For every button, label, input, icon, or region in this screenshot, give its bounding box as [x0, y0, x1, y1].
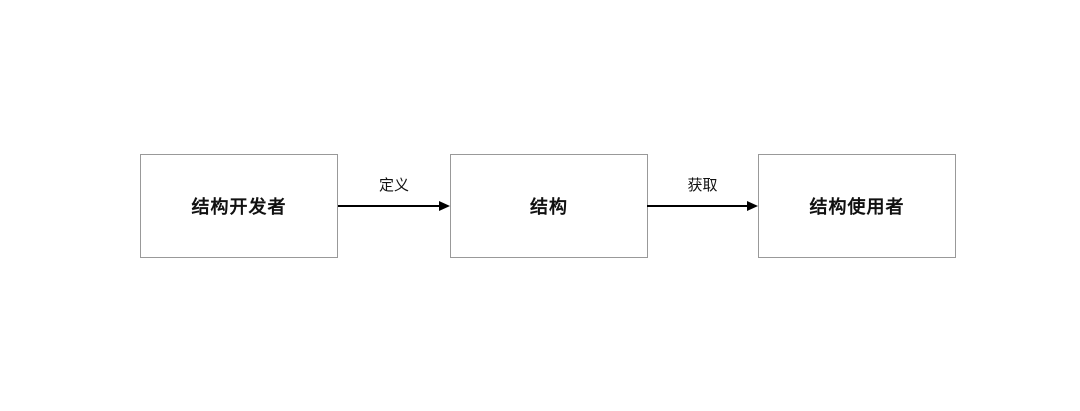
node-structure-developer-label: 结构开发者	[191, 197, 287, 217]
node-structure-label: 结构	[530, 197, 568, 217]
edge-acquire-label: 获取	[687, 177, 718, 194]
node-structure: 结构	[450, 154, 648, 258]
edge-define-arrow-line	[338, 205, 439, 207]
edge-define-arrowhead-icon	[439, 201, 450, 211]
edge-acquire-arrow-line	[647, 205, 747, 207]
node-structure-user: 结构使用者	[758, 154, 956, 258]
edge-define-label: 定义	[378, 177, 409, 194]
node-structure-developer: 结构开发者	[140, 154, 338, 258]
node-structure-user-label: 结构使用者	[809, 197, 905, 217]
edge-acquire-arrowhead-icon	[747, 201, 758, 211]
